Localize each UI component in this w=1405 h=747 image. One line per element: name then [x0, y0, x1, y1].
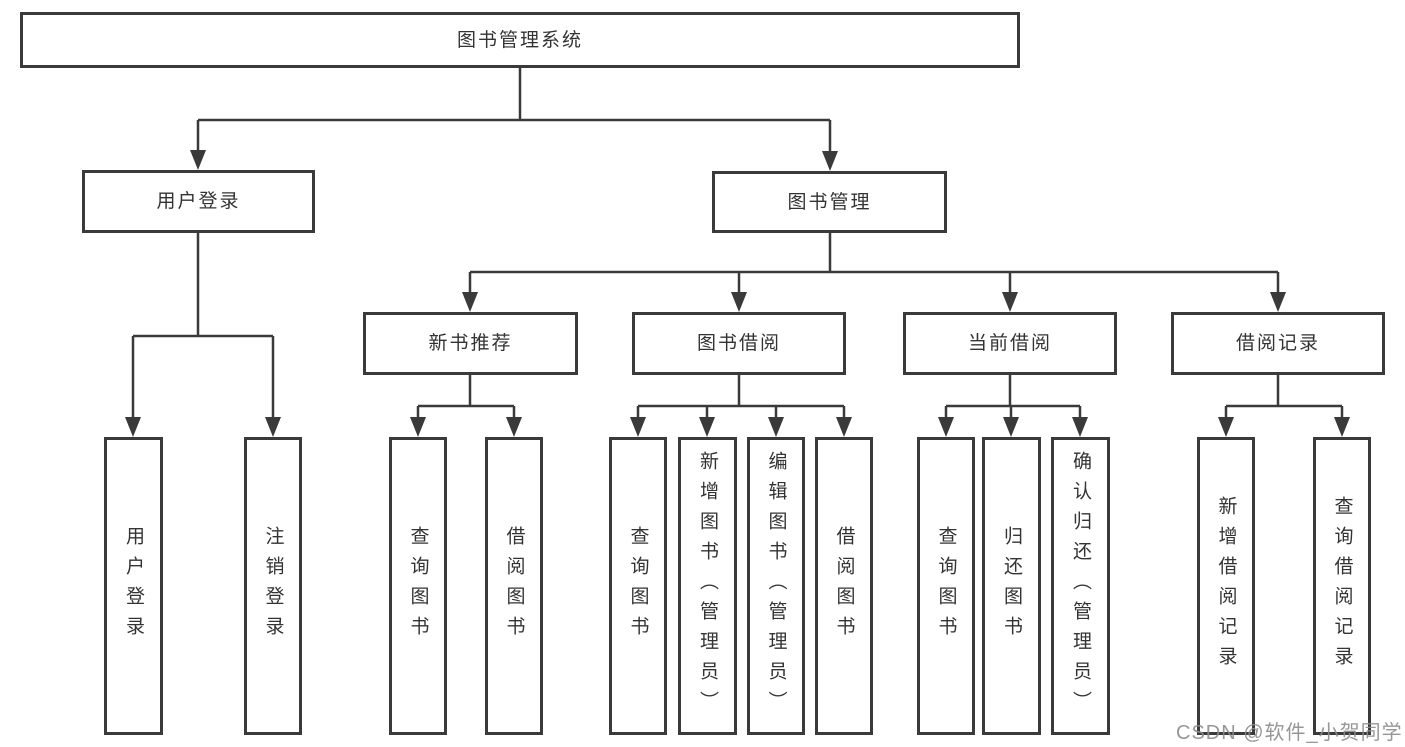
node-new-book-recommend-label: 新书推荐: [428, 333, 513, 354]
node-leaf-return-book-label: 归还图书: [1001, 526, 1022, 646]
node-leaf-borrow-books-borrowing-label: 借阅图书: [833, 526, 855, 646]
node-leaf-edit-book-admin: 编辑图书（管理员）: [747, 437, 805, 735]
node-leaf-borrow-books-borrowing: 借阅图书: [815, 437, 873, 735]
node-book-management: 图书管理: [712, 171, 947, 233]
node-borrowing-records: 借阅记录: [1171, 312, 1385, 375]
node-borrowing-records-label: 借阅记录: [1235, 333, 1320, 354]
node-leaf-add-borrow-record-label: 新增借阅记录: [1215, 496, 1237, 676]
node-leaf-user-login: 用户登录: [104, 437, 163, 735]
node-leaf-query-books-borrowing: 查询图书: [609, 437, 667, 735]
connector-borrowing-records-to-leaves: [1218, 375, 1350, 437]
node-leaf-borrow-books-recommend-label: 借阅图书: [503, 526, 525, 646]
node-leaf-confirm-return-admin: 确认归还（管理员）: [1051, 437, 1110, 735]
node-book-borrowing-label: 图书借阅: [696, 333, 781, 354]
node-leaf-logout-label: 注销登录: [262, 526, 284, 646]
node-root-label: 图书管理系统: [456, 29, 583, 51]
node-leaf-borrow-books-recommend: 借阅图书: [485, 437, 543, 735]
connector-book-borrowing-to-leaves: [630, 375, 852, 437]
watermark: CSDN @软件_小贺同学: [1176, 722, 1403, 744]
node-leaf-query-borrow-record-label: 查询借阅记录: [1331, 496, 1353, 676]
node-leaf-query-books-current-label: 查询图书: [935, 526, 957, 646]
node-leaf-query-books-borrowing-label: 查询图书: [627, 526, 649, 646]
connector-current-borrowing-to-leaves: [938, 375, 1088, 437]
node-book-management-label: 图书管理: [787, 191, 872, 213]
connector-new-book-recommend-to-leaves: [410, 375, 522, 437]
node-root: 图书管理系统: [20, 12, 1020, 68]
node-new-book-recommend: 新书推荐: [363, 312, 578, 375]
node-leaf-edit-book-admin-label: 编辑图书（管理员）: [765, 451, 787, 721]
connector-user-login-to-leaves: [125, 233, 281, 437]
node-leaf-query-borrow-record: 查询借阅记录: [1313, 437, 1371, 735]
node-current-borrowing-label: 当前借阅: [967, 333, 1052, 354]
connector-book-management-to-level3: [462, 233, 1286, 312]
node-leaf-confirm-return-admin-label: 确认归还（管理员）: [1070, 451, 1091, 721]
node-leaf-add-book-admin: 新增图书（管理员）: [678, 437, 737, 735]
node-leaf-add-borrow-record: 新增借阅记录: [1197, 437, 1255, 735]
node-leaf-query-books-current: 查询图书: [917, 437, 975, 735]
node-user-login: 用户登录: [82, 170, 315, 233]
node-leaf-return-book: 归还图书: [982, 437, 1041, 735]
connector-root-to-level2: [190, 68, 838, 171]
node-book-borrowing: 图书借阅: [632, 312, 846, 375]
node-leaf-query-books-recommend: 查询图书: [389, 437, 447, 735]
node-leaf-add-book-admin-label: 新增图书（管理员）: [697, 451, 718, 721]
node-leaf-query-books-recommend-label: 查询图书: [407, 526, 429, 646]
node-leaf-user-login-label: 用户登录: [123, 526, 144, 646]
node-user-login-label: 用户登录: [156, 191, 241, 212]
node-current-borrowing: 当前借阅: [903, 312, 1117, 375]
node-leaf-logout: 注销登录: [244, 437, 302, 735]
